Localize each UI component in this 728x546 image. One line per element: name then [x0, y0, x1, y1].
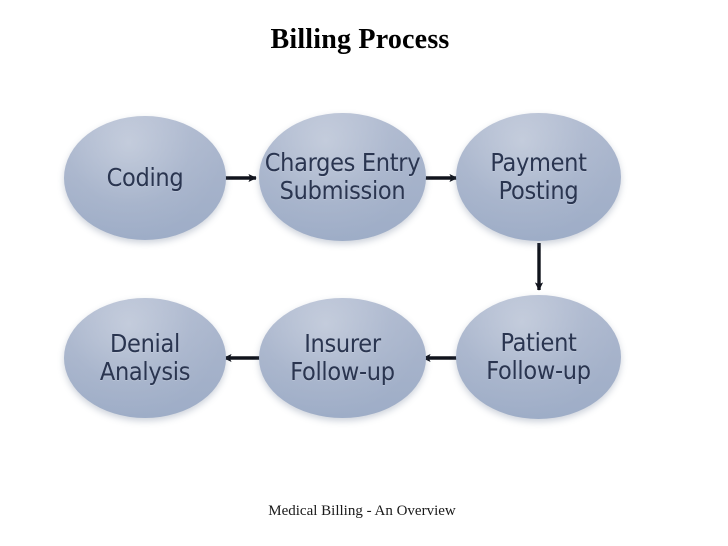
node-payment-posting[interactable]: Payment Posting — [456, 113, 621, 241]
node-payment-posting-label: Payment Posting — [490, 148, 587, 205]
page-title: Billing Process — [270, 24, 450, 55]
node-insurer-follow-up[interactable]: Insurer Follow-up — [259, 298, 426, 418]
node-charges-entry-label: Charges Entry Submission — [264, 148, 421, 205]
node-patient-follow-up[interactable]: Patient Follow-up — [456, 295, 621, 419]
node-denial-analysis-label: Denial Analysis — [99, 329, 191, 386]
node-coding[interactable]: Coding — [64, 116, 226, 240]
node-charges-entry[interactable]: Charges Entry Submission — [259, 113, 426, 241]
node-patient-follow-up-label: Patient Follow-up — [486, 328, 591, 385]
slide-footer: Medical Billing - An Overview — [268, 503, 456, 519]
node-denial-analysis[interactable]: Denial Analysis — [64, 298, 226, 418]
node-insurer-follow-up-label: Insurer Follow-up — [290, 329, 395, 386]
node-coding-label: Coding — [106, 163, 184, 192]
